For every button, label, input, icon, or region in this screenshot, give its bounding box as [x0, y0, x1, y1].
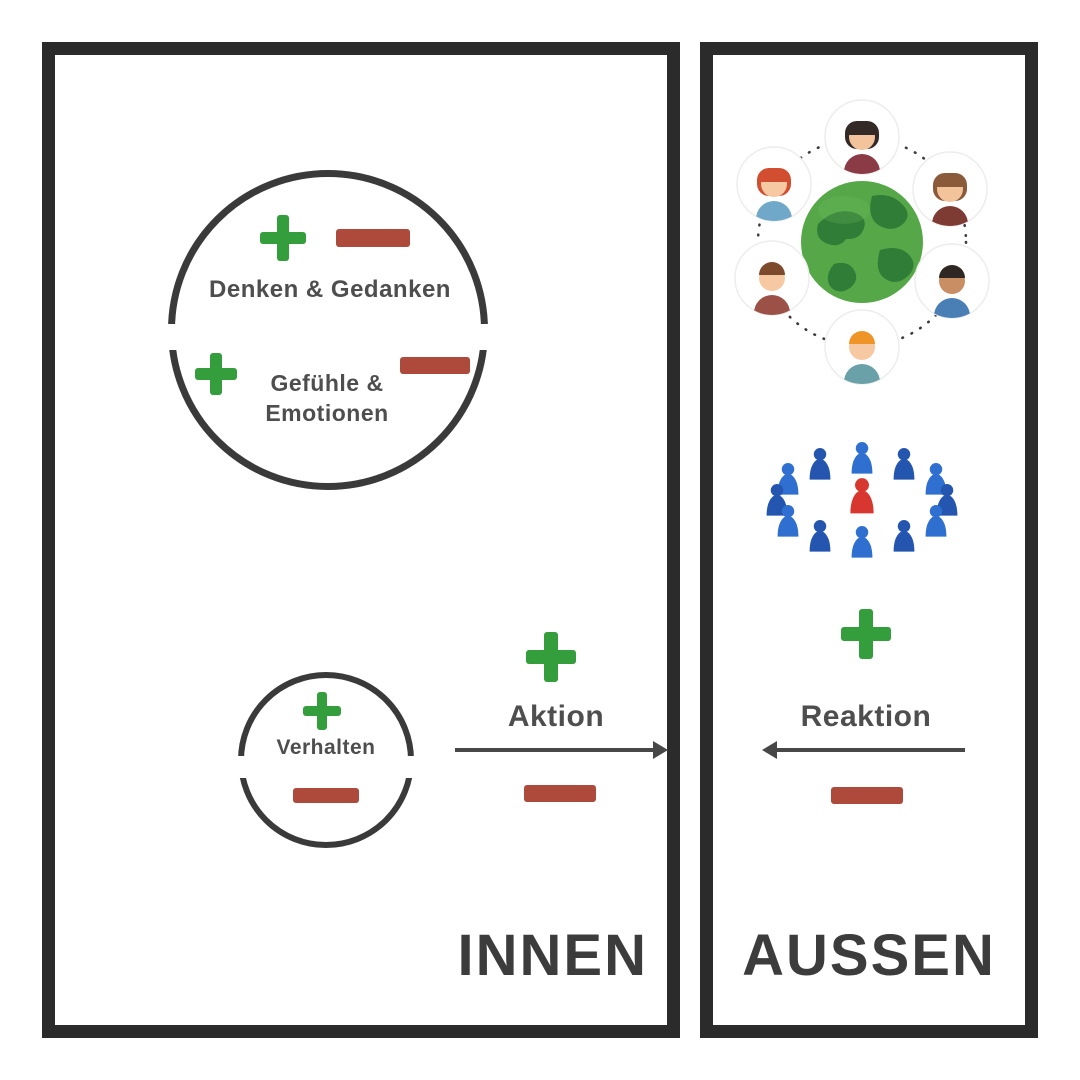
world-community-icon	[734, 99, 990, 385]
circle-gap	[167, 324, 183, 350]
red-pawn	[850, 478, 874, 514]
mind-circle	[167, 170, 489, 490]
avatar-woman-red-hair	[736, 146, 812, 222]
avatar-man-brown-hair	[734, 240, 810, 316]
plus-icon	[303, 692, 341, 730]
action-arrow-line	[455, 748, 653, 752]
avatar-woman-brown-hair	[912, 151, 988, 227]
action-arrow-right-icon	[653, 741, 668, 759]
reaction-arrow-left-icon	[762, 741, 777, 759]
feelings-label-line1: Gefühle &	[270, 370, 384, 396]
avatar-man-orange-hair	[824, 309, 900, 385]
feelings-label: Gefühle & Emotionen	[247, 368, 407, 428]
thoughts-label: Denken & Gedanken	[209, 276, 451, 303]
behavior-label: Verhalten	[276, 736, 376, 759]
feelings-label-line2: Emotionen	[265, 400, 389, 426]
minus-icon	[336, 229, 410, 247]
behavior-circle	[237, 672, 415, 848]
outer-panel-title: AUSSEN	[742, 923, 996, 988]
inner-panel-title: INNEN	[457, 923, 648, 988]
circle-gap	[237, 756, 251, 778]
plus-icon	[841, 609, 891, 659]
minus-icon	[293, 788, 359, 803]
minus-icon	[524, 785, 596, 802]
action-label: Aktion	[507, 700, 605, 733]
plus-icon	[195, 353, 237, 395]
minus-icon	[831, 787, 903, 804]
plus-icon	[526, 632, 576, 682]
plus-icon	[260, 215, 306, 261]
reaction-arrow-line	[777, 748, 965, 752]
reaction-label: Reaktion	[800, 700, 932, 733]
circle-gap	[401, 756, 415, 778]
minus-icon	[400, 357, 470, 374]
group-pawns-icon	[766, 442, 958, 558]
globe-icon	[801, 181, 923, 303]
avatar-man-dark-hair	[914, 243, 990, 319]
avatar-woman-dark-hair	[824, 99, 900, 175]
circle-gap	[473, 324, 489, 350]
